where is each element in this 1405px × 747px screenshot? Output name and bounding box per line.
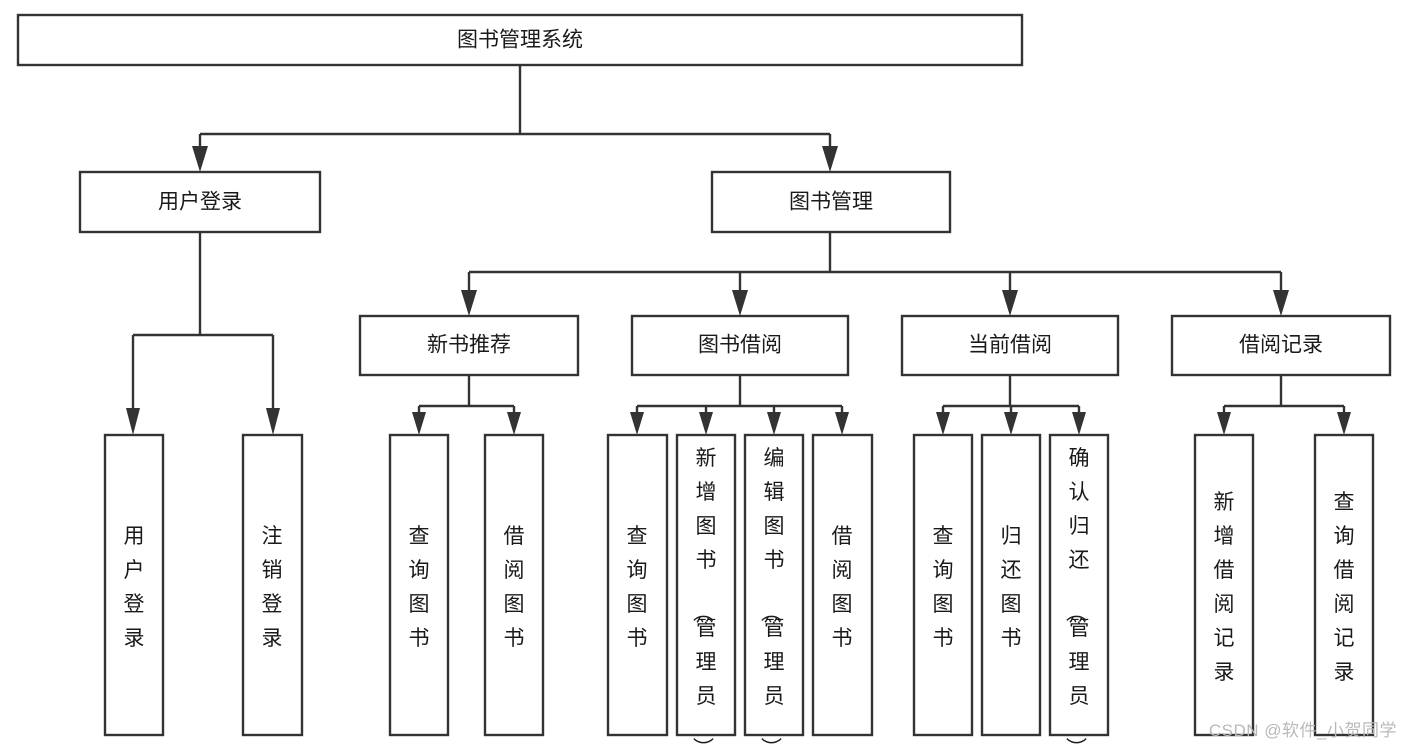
leaf-node-return-book[interactable]: 归还图书: [980, 433, 1042, 737]
arrow-head-icon: [126, 408, 140, 435]
leaf-node-user-login-label: 用户登录: [124, 525, 145, 650]
connector-group-root: [192, 65, 838, 172]
leaf-node-borrow-book-label: 借阅图书: [832, 525, 853, 650]
node-book-borrow[interactable]: 图书借阅: [630, 314, 850, 377]
node-root-label: 图书管理系统: [457, 29, 583, 52]
connector-group-record: [1217, 375, 1351, 435]
node-current-borrow[interactable]: 当前借阅: [900, 314, 1120, 377]
arrow-head-icon: [1337, 412, 1351, 435]
leaf-node-borrow-book[interactable]: 借阅图书: [811, 433, 874, 737]
leaf-node-logout-box[interactable]: [241, 433, 304, 737]
node-book-management-label: 图书管理: [789, 191, 873, 214]
leaf-node-logout-label: 注销登录: [262, 525, 283, 650]
leaf-node-query-borrow-record-label: 查询借阅记录: [1334, 491, 1355, 684]
arrow-head-icon: [461, 290, 477, 316]
leaf-node-query-book-current[interactable]: 查询图书: [912, 433, 974, 737]
node-borrow-record-box[interactable]: [1170, 314, 1392, 377]
arrow-head-icon: [1002, 290, 1018, 316]
node-book-management-box[interactable]: [710, 170, 952, 234]
connector-group-newbook: [412, 375, 521, 435]
arrow-head-icon: [192, 146, 208, 172]
leaf-node-user-login-box[interactable]: [103, 433, 165, 737]
arrow-head-icon: [412, 412, 426, 435]
arrow-head-icon: [699, 412, 713, 435]
leaf-node-add-borrow-record-box[interactable]: [1193, 433, 1255, 737]
leaf-node-add-book-admin-label: 新增图书（管理员）: [691, 447, 717, 747]
node-borrow-record-label: 借阅记录: [1239, 334, 1323, 357]
leaf-node-confirm-return-admin-label: 确认归还（管理员）: [1064, 447, 1090, 747]
arrow-head-icon: [630, 412, 644, 435]
leaf-node-query-book-current-label: 查询图书: [933, 525, 954, 650]
node-current-borrow-label: 当前借阅: [968, 334, 1052, 357]
arrow-head-icon: [1273, 290, 1289, 316]
leaf-node-query-book-borrow-box[interactable]: [606, 433, 669, 737]
leaf-node-query-book-rec[interactable]: 查询图书: [388, 433, 450, 737]
leaf-node-return-book-label: 归还图书: [1001, 525, 1022, 650]
leaf-node-add-borrow-record[interactable]: 新增借阅记录: [1193, 433, 1255, 737]
node-new-book-recommend-box[interactable]: [358, 314, 580, 377]
leaf-node-query-book-borrow-label: 查询图书: [627, 525, 648, 650]
leaf-node-borrow-book-rec[interactable]: 借阅图书: [483, 433, 545, 737]
node-root[interactable]: 图书管理系统: [16, 13, 1024, 67]
leaf-node-query-book-rec-label: 查询图书: [409, 525, 430, 650]
arrow-head-icon: [1004, 412, 1018, 435]
leaf-node-confirm-return-admin[interactable]: 确认归还（管理员）: [1048, 433, 1110, 747]
leaf-node-add-borrow-record-label: 新增借阅记录: [1214, 491, 1235, 684]
leaf-node-edit-book-admin-label: 编辑图书（管理员）: [759, 447, 785, 747]
arrow-head-icon: [822, 146, 838, 172]
leaf-node-group: 用户登录 注销登录 查询图书 借阅图书 查询图书 新增图书（管理员）: [103, 433, 1375, 747]
leaf-node-logout[interactable]: 注销登录: [241, 433, 304, 737]
leaf-node-add-book-admin-box[interactable]: [675, 433, 737, 737]
node-user-login[interactable]: 用户登录: [78, 170, 322, 234]
leaf-node-user-login[interactable]: 用户登录: [103, 433, 165, 737]
leaf-node-edit-book-admin[interactable]: 编辑图书（管理员）: [743, 433, 805, 747]
node-new-book-recommend[interactable]: 新书推荐: [358, 314, 580, 377]
arrow-head-icon: [936, 412, 950, 435]
leaf-node-query-book-rec-box[interactable]: [388, 433, 450, 737]
arrow-head-icon: [266, 408, 280, 435]
arrow-head-icon: [507, 412, 521, 435]
arrow-head-icon: [732, 290, 748, 316]
node-new-book-recommend-label: 新书推荐: [427, 334, 511, 357]
node-borrow-record[interactable]: 借阅记录: [1170, 314, 1392, 377]
leaf-node-edit-book-admin-box[interactable]: [743, 433, 805, 737]
connector-group-current: [936, 375, 1086, 435]
arrow-head-icon: [767, 412, 781, 435]
node-book-borrow-label: 图书借阅: [698, 334, 782, 357]
leaf-node-query-borrow-record[interactable]: 查询借阅记录: [1313, 433, 1375, 737]
connector-group-userlogin: [126, 232, 280, 435]
node-user-login-box[interactable]: [78, 170, 322, 234]
leaf-node-borrow-book-rec-box[interactable]: [483, 433, 545, 737]
connector-group-borrow: [630, 375, 849, 435]
arrow-head-icon: [835, 412, 849, 435]
node-user-login-label: 用户登录: [158, 191, 242, 214]
connector-group-bookmgmt: [461, 232, 1289, 316]
leaf-node-add-book-admin[interactable]: 新增图书（管理员）: [675, 433, 737, 747]
leaf-node-borrow-book-rec-label: 借阅图书: [504, 525, 525, 650]
node-book-management[interactable]: 图书管理: [710, 170, 952, 234]
leaf-node-borrow-book-box[interactable]: [811, 433, 874, 737]
node-current-borrow-box[interactable]: [900, 314, 1120, 377]
leaf-node-query-book-borrow[interactable]: 查询图书: [606, 433, 669, 737]
node-book-borrow-box[interactable]: [630, 314, 850, 377]
node-root-box[interactable]: [16, 13, 1024, 67]
leaf-node-confirm-return-admin-box[interactable]: [1048, 433, 1110, 737]
leaf-node-query-book-current-box[interactable]: [912, 433, 974, 737]
leaf-node-return-book-box[interactable]: [980, 433, 1042, 737]
arrow-head-icon: [1072, 412, 1086, 435]
arrow-head-icon: [1217, 412, 1231, 435]
leaf-node-query-borrow-record-box[interactable]: [1313, 433, 1375, 737]
